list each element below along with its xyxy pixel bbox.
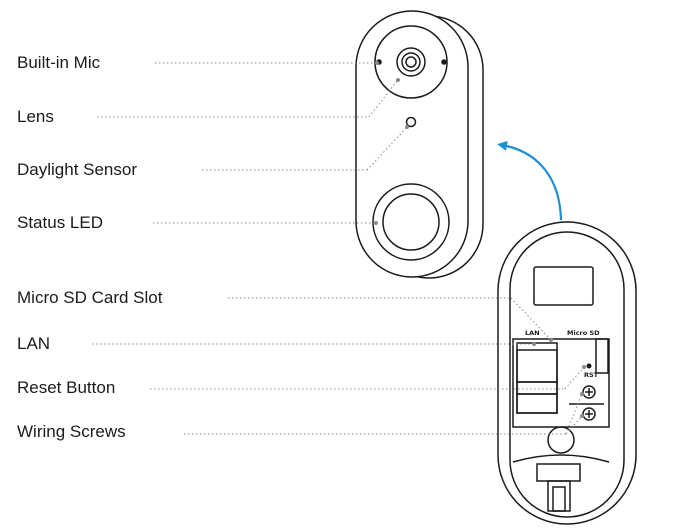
doorbell-front <box>355 10 484 279</box>
board-rst-text: RST <box>584 371 599 379</box>
label-lan: LAN <box>17 334 51 353</box>
label-reset-button: Reset Button <box>17 378 116 397</box>
label-micro-sd-card-slot: Micro SD Card Slot <box>17 288 163 307</box>
label-built-in-mic: Built-in Mic <box>17 53 101 72</box>
label-status-led: Status LED <box>17 213 103 232</box>
leader-lines-front <box>97 62 408 224</box>
daylight-sensor-icon <box>405 116 417 128</box>
label-daylight-sensor: Daylight Sensor <box>17 160 138 179</box>
label-lens: Lens <box>17 107 54 126</box>
board-lan-text: LAN <box>525 329 540 337</box>
label-wiring-screws: Wiring Screws <box>17 422 126 441</box>
doorbell-button-icon <box>382 193 440 251</box>
doorbell-back <box>497 221 637 525</box>
rotate-arrow-icon <box>497 140 563 221</box>
leader-lines-back <box>92 297 584 435</box>
lens-icon <box>396 47 426 77</box>
board-micro-sd-text: Micro SD <box>567 329 600 337</box>
reset-button-icon <box>586 363 592 369</box>
